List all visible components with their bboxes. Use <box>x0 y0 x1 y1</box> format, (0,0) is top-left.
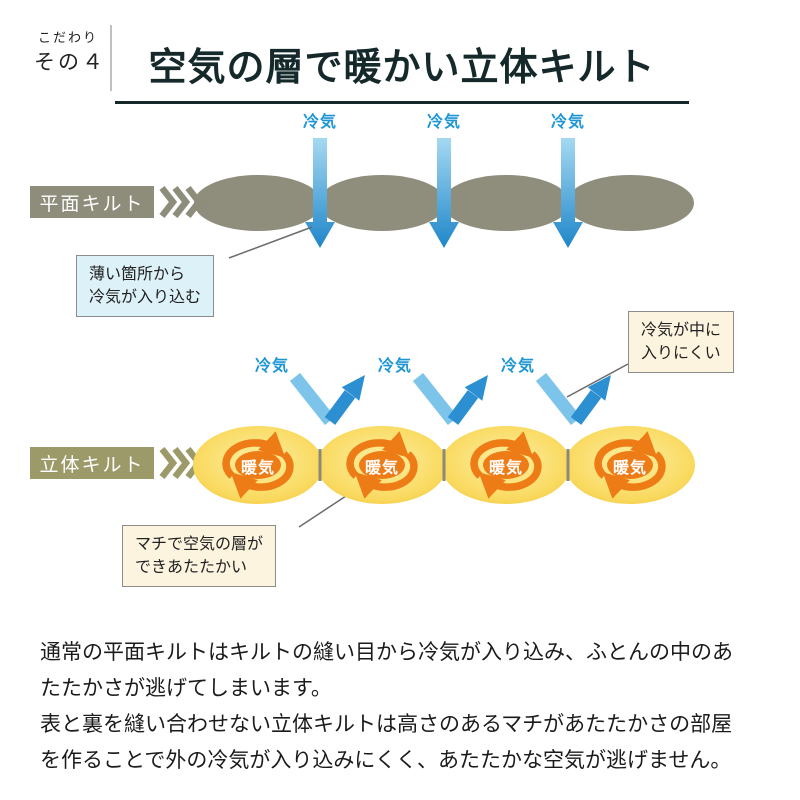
cold-air-label: 冷気 <box>426 114 461 131</box>
solid-quilt-badge: 立体キルト <box>30 447 154 479</box>
solid-badge-chevrons <box>159 446 204 480</box>
warm-air-label: 暖気 <box>612 460 647 477</box>
cold-air-label: 冷気 <box>500 358 535 375</box>
warm-air-label: 暖気 <box>488 460 523 477</box>
cold-air-label: 冷気 <box>302 114 337 131</box>
cold-air-label: 冷気 <box>254 358 289 375</box>
description: 通常の平面キルトはキルトの縫い目から冷気が入り込み、ふとんの中のあたたかさが逃げ… <box>40 634 746 778</box>
cold-air-label: 冷気 <box>377 358 412 375</box>
flat-badge-chevrons <box>159 185 204 219</box>
flat-quilt-badge: 平面キルト <box>30 186 154 218</box>
cold-air-bounce-arrows <box>289 372 611 426</box>
flat-quilt-callout: 薄い箇所から 冷気が入り込む <box>76 255 215 318</box>
warm-air-label: 暖気 <box>364 460 399 477</box>
warm-air-label: 暖気 <box>240 460 275 477</box>
flat-quilt-ellipses <box>194 175 694 231</box>
page-title: 空気の層で暖かい立体キルト <box>115 45 689 104</box>
description-paragraph-1: 通常の平面キルトはキルトの縫い目から冷気が入り込み、ふとんの中のあたたかさが逃げ… <box>40 640 733 700</box>
solid-quilt-callout-bottom: マチで空気の層が できあたたかい <box>122 525 277 588</box>
tagline-number: その４ <box>34 50 106 74</box>
tagline-small: こだわり <box>38 30 99 45</box>
callout-connector-lines <box>228 226 629 528</box>
cold-air-down-arrows <box>305 138 583 248</box>
solid-quilt-callout-right: 冷気が中に 入りにくい <box>628 311 735 374</box>
description-paragraph-2: 表と裏を縫い合わせない立体キルトは高さのあるマチがあたたかさの部屋を作ることで外… <box>40 712 733 772</box>
cold-air-label: 冷気 <box>550 114 585 131</box>
